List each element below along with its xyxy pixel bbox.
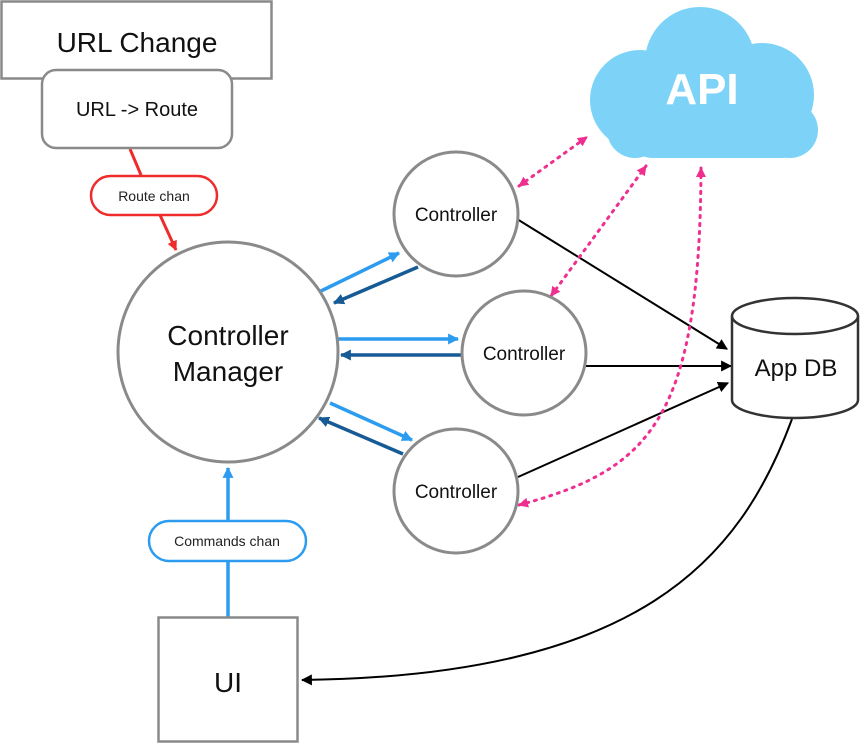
edge-manager-to-controller-top	[320, 251, 400, 293]
url-change-label: URL Change	[57, 27, 218, 58]
ui-label: UI	[214, 667, 242, 698]
edge-controller-bot-to-manager	[317, 416, 404, 456]
controller-bot-label: Controller	[415, 482, 498, 503]
route-chan-pill	[89, 174, 219, 217]
url-change-box	[0, 0, 273, 80]
controller-top-label: Controller	[415, 205, 498, 226]
controller-bot-node	[392, 427, 520, 555]
commands-chan-label: Commands chan	[174, 533, 280, 549]
edge-manager-to-controller-bot	[329, 401, 414, 442]
controller-manager-label-line1: Controller	[167, 320, 288, 351]
edge-controller-top-to-manager	[332, 265, 419, 305]
controller-manager-node	[116, 240, 340, 464]
edge-controller-mid-api	[549, 164, 648, 298]
url-route-box	[40, 68, 234, 150]
controller-manager-label-line2: Manager	[173, 356, 284, 387]
api-label: API	[665, 65, 738, 114]
edge-controller-top-api	[517, 135, 589, 188]
app-db-node	[730, 296, 860, 420]
api-cloud-icon	[590, 7, 818, 158]
commands-chan-pill	[147, 519, 308, 563]
edge-db-to-ui	[300, 418, 793, 686]
ui-box	[157, 616, 299, 743]
controller-top-node	[392, 150, 520, 278]
edge-routechan-to-manager	[158, 214, 178, 251]
controller-mid-label: Controller	[483, 344, 566, 365]
route-chan-label: Route chan	[118, 188, 190, 204]
edge-route-to-chan	[128, 148, 143, 176]
controller-mid-node	[460, 289, 588, 417]
edge-controller-bot-api	[517, 166, 706, 508]
app-db-label: App DB	[755, 355, 838, 382]
url-route-label: URL -> Route	[76, 99, 198, 121]
